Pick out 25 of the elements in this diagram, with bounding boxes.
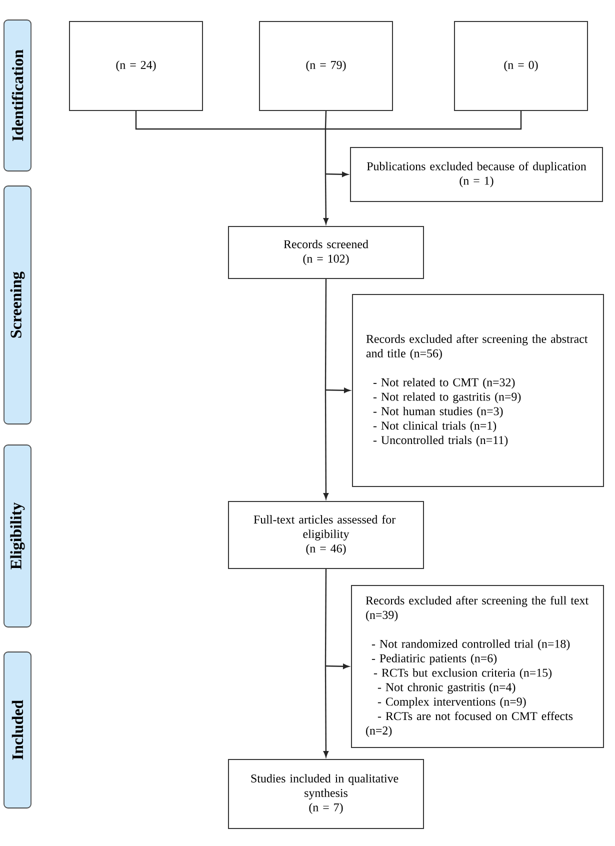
- process-box: (n = 0): [454, 21, 588, 111]
- arrow: [323, 174, 328, 224]
- phase-band: Identification: [4, 20, 32, 172]
- process-box: (n = 24): [69, 21, 203, 111]
- exclusion-box: Records excluded after screening the full text (n=39) - Not randomized controlled trial (n=18) - Pediatiric patients (n=6) - RCTs but exclusion criteria (n=15) - Not chronic gastritis (n=4) - Complex interventions (n=9) - RCTs are not focused on CMT effects (n=2): [351, 585, 604, 748]
- process-box: Records screened (n = 102): [228, 226, 424, 279]
- phase-band: Screening: [4, 186, 32, 424]
- process-box: Publications excluded because of duplication (n = 1): [350, 147, 603, 202]
- process-box: Studies included in qualitative synthesis (n = 7): [228, 759, 424, 829]
- phase-band: Eligibility: [4, 444, 32, 628]
- arrow: [323, 666, 329, 758]
- connector-line: [326, 111, 522, 130]
- arrow: [323, 390, 329, 500]
- connector-line: [324, 569, 327, 666]
- connector-line: [324, 110, 327, 130]
- arrow: [325, 388, 350, 393]
- exclusion-box: Records excluded after screening the abstract and title (n=56) - Not related to CMT (n=32) - Not related to gastritis (n=9) - Not human studies (n=3) - Not clinical trials (n=1) - Uncontrolled trials (n=11): [352, 294, 604, 487]
- phase-band: Included: [4, 652, 32, 808]
- process-box: Full-text articles assessed for eligibility (n = 46): [228, 501, 424, 569]
- arrow: [325, 172, 348, 177]
- connector-line: [324, 279, 327, 390]
- connector-line: [324, 129, 326, 174]
- process-box: (n = 79): [259, 21, 393, 111]
- arrow: [325, 664, 350, 669]
- connector-line: [135, 111, 326, 130]
